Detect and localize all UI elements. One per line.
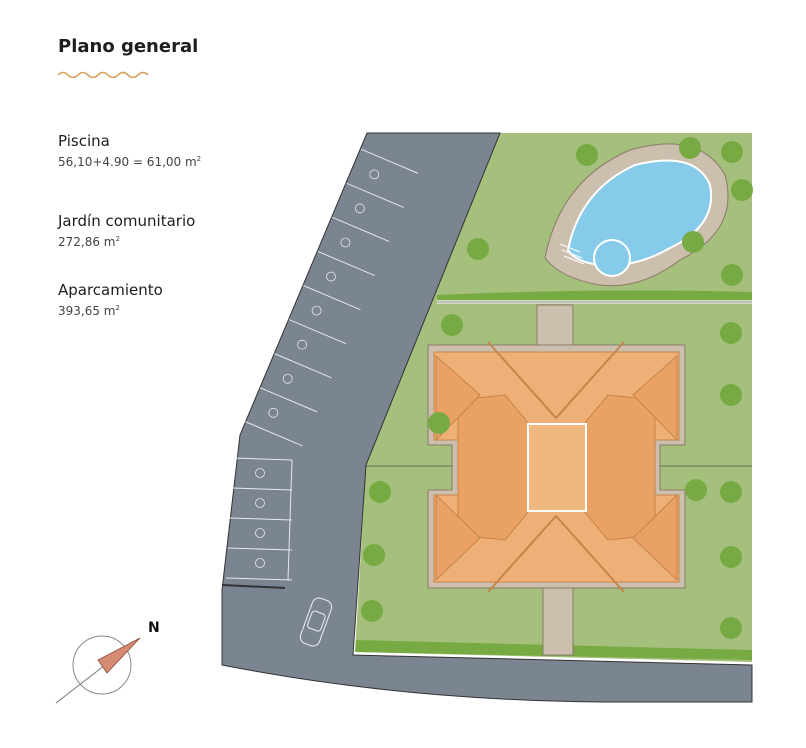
parking-number-icon [326, 271, 336, 282]
gravel-path [542, 584, 574, 656]
bush-icon [679, 137, 701, 159]
parking-number-icon [282, 373, 293, 384]
bush-icon [428, 412, 450, 434]
parking-stalls [225, 148, 419, 581]
parking-stall-line [245, 421, 303, 447]
roof-ridge [487, 341, 625, 420]
bush-icon [720, 617, 742, 639]
parking-number-icon [255, 468, 265, 478]
area-aparcamiento: Aparcamiento 393,65 m2 [58, 281, 163, 318]
parking-number-icon [354, 203, 365, 214]
roof-slope [435, 493, 481, 582]
parking-stall-line [227, 547, 293, 551]
bush-icon [576, 144, 598, 166]
parking-stall-line [346, 182, 404, 208]
parking-number-icon [255, 558, 265, 568]
bush-icon [369, 481, 391, 503]
compass-north-label: N [148, 620, 160, 636]
parking-number-icon [268, 407, 279, 418]
bushes [361, 137, 753, 639]
bush-icon [720, 384, 742, 406]
gravel-path [536, 304, 574, 348]
roof-slope [582, 394, 656, 541]
hedge [437, 290, 752, 300]
roof-slope [632, 493, 678, 582]
parking-stall-line [231, 487, 293, 491]
page-title: Plano general [58, 36, 199, 57]
title-underline-wave [57, 71, 149, 78]
bush-icon [363, 544, 385, 566]
area-piscina: Piscina 56,10+4.90 = 61,00 m2 [58, 132, 201, 169]
bush-icon [685, 479, 707, 501]
parking-stall-line [287, 459, 293, 581]
roof-slope [457, 394, 531, 541]
bush-icon [720, 481, 742, 503]
parking-number-icon [255, 498, 265, 508]
area-value: 56,10+4.90 = 61,00 m2 [58, 155, 202, 169]
area-name: Aparcamiento [58, 281, 163, 299]
area-name: Piscina [58, 132, 110, 150]
parking-number-icon [340, 237, 351, 248]
parking-number-icon [297, 339, 308, 350]
round-pool [593, 239, 631, 277]
house [427, 341, 686, 593]
roof-slope [632, 354, 678, 442]
area-value: 272,86 m2 [58, 235, 120, 249]
parking-number-icon [369, 169, 380, 180]
parking-stall-line [317, 250, 376, 277]
pool [544, 143, 729, 287]
area-name: Jardín comunitario [58, 212, 196, 230]
parking-stall-line [259, 387, 318, 413]
parking-stall-line [225, 577, 293, 581]
courtyard [527, 423, 587, 512]
bush-icon [721, 264, 743, 286]
parking-stall-line [360, 148, 419, 174]
bush-icon [682, 231, 704, 253]
road-edge [221, 584, 286, 589]
bush-icon [361, 600, 383, 622]
road [221, 132, 753, 703]
parking-stall-line [233, 457, 293, 461]
parking-stall-line [274, 353, 332, 379]
bush-icon [441, 314, 463, 336]
parking-stall-line [332, 216, 390, 242]
parking-stall-line [229, 517, 293, 521]
bush-icon [721, 141, 743, 163]
area-value: 393,65 m2 [58, 304, 120, 318]
compass-icon [55, 635, 141, 704]
bush-icon [467, 238, 489, 260]
pool-steps [559, 243, 585, 265]
parking-number-icon [311, 305, 322, 316]
bush-icon [720, 546, 742, 568]
bush-icon [720, 322, 742, 344]
area-jardin: Jardín comunitario 272,86 m2 [58, 212, 195, 249]
parking-stall-line [288, 319, 347, 345]
parking-number-icon [255, 528, 265, 538]
roof-ridge [487, 514, 625, 593]
parking-stall-line [303, 285, 361, 311]
car-icon [299, 597, 333, 647]
bush-icon [731, 179, 753, 201]
